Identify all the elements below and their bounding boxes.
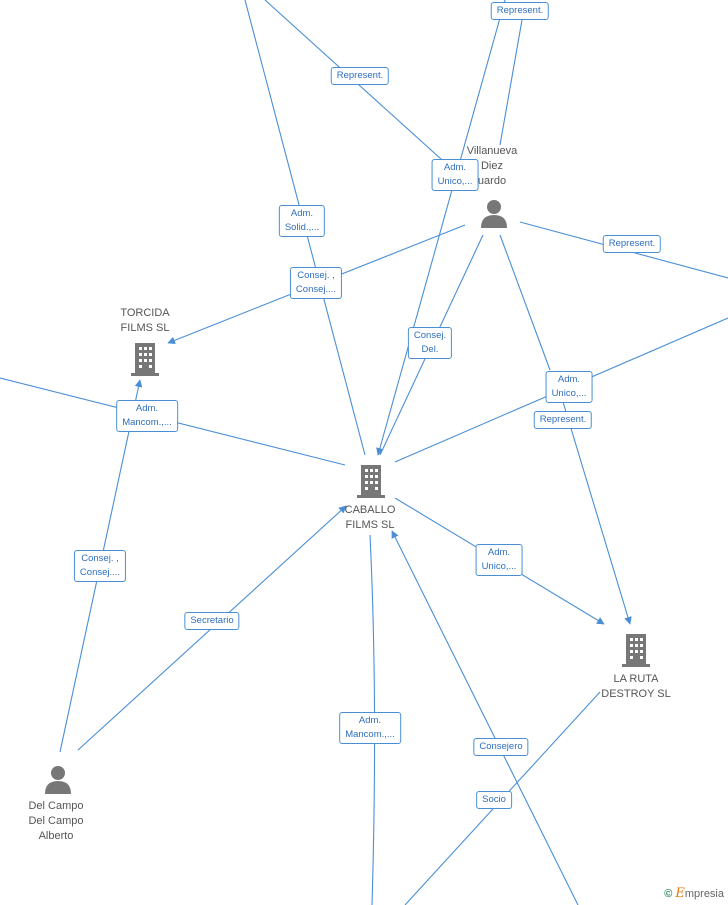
edge-line — [264, 0, 463, 179]
edge-line — [376, 0, 506, 456]
edge-label-line: Represent. — [608, 238, 656, 249]
edge-label-line: Mancom.,... — [345, 729, 395, 740]
building-icon — [131, 341, 159, 377]
edge-label-line: Adm. — [443, 162, 467, 173]
edge-label-socio[interactable]: Socio — [476, 791, 512, 809]
edge-label-represent[interactable]: Represent. — [330, 67, 390, 85]
node-label-caballo[interactable]: CABALLO FILMS SL — [345, 503, 396, 533]
label-line: Alberto — [38, 830, 74, 842]
label-line: FILMS SL — [345, 519, 395, 531]
building-icon — [622, 632, 650, 668]
brand-name: mpresia — [684, 888, 724, 900]
node-label-torcida[interactable]: TORCIDA FILMS SL — [120, 306, 169, 336]
edge-label-line: Represent. — [496, 5, 544, 16]
edge-label-line: Unico,... — [551, 388, 587, 399]
edge-label-line: Unico,... — [481, 561, 517, 572]
edge-label-consej-del[interactable]: Consej. Del. — [407, 327, 453, 359]
edge-label-adm-mancom[interactable]: Adm. Mancom.,... — [116, 400, 178, 432]
edge-label-line: Unico,... — [437, 176, 473, 187]
edge-label-line: Adm. — [557, 374, 581, 385]
edge-label-line: Solid.,... — [284, 222, 320, 233]
building-icon — [357, 463, 385, 499]
edge-label-consej-consej[interactable]: Consej. , Consej.... — [73, 550, 127, 582]
node-label-villanueva[interactable]: Villanueva Diez uardo — [467, 144, 518, 189]
label-line: Diez — [480, 160, 503, 172]
label-line: uardo — [477, 175, 507, 187]
edge-line — [391, 530, 579, 905]
label-line: CABALLO — [344, 504, 396, 516]
label-line: FILMS SL — [120, 322, 170, 334]
edge-line — [369, 534, 376, 905]
edge-label-line: Consej. , — [297, 270, 335, 281]
label-line: LA RUTA — [613, 673, 659, 685]
label-line: Villanueva — [466, 145, 518, 157]
edge-label-line: Consej.... — [79, 567, 121, 578]
edge-label-line: Adm. — [290, 208, 314, 219]
edge-label-adm-unico[interactable]: Adm. Unico,... — [475, 544, 523, 576]
person-icon — [45, 766, 71, 794]
copyright-symbol: © — [664, 888, 673, 900]
label-line: TORCIDA — [120, 307, 170, 319]
label-line: DESTROY SL — [601, 688, 671, 700]
edge-label-represent[interactable]: Represent. — [602, 235, 662, 253]
edge-label-secretario[interactable]: Secretario — [184, 612, 240, 630]
edge-label-line: Adm. — [358, 715, 382, 726]
edge-label-represent[interactable]: Represent. — [533, 411, 593, 429]
edge-label-line: Adm. — [135, 403, 159, 414]
brand-initial: E — [675, 886, 685, 901]
edge-line — [559, 391, 632, 625]
label-line: Del Campo — [28, 815, 84, 827]
edge-label-line: Socio — [482, 794, 506, 805]
edge-line — [499, 234, 551, 371]
edge-label-consejero[interactable]: Consejero — [473, 738, 529, 756]
edge-label-line: Consejero — [479, 741, 523, 752]
label-line: Del Campo — [28, 800, 84, 812]
edge-line — [499, 19, 523, 146]
node-label-delcampo[interactable]: Del Campo Del Campo Alberto — [28, 799, 83, 844]
edge-label-represent[interactable]: Represent. — [490, 2, 550, 20]
edge-label-adm-solid[interactable]: Adm. Solid.,... — [278, 205, 326, 237]
edge-label-line: Mancom.,... — [122, 417, 172, 428]
edge-label-adm-unico[interactable]: Adm. Unico,... — [545, 371, 593, 403]
edge-label-line: Consej. , — [81, 553, 119, 564]
edge-label-line: Consej. — [413, 330, 447, 341]
edge-label-line: Consej.... — [295, 284, 337, 295]
node-label-laruta[interactable]: LA RUTA DESTROY SL — [601, 672, 671, 702]
brand-logo: © Empresia — [664, 886, 724, 901]
edge-label-line: Adm. — [487, 547, 511, 558]
edge-label-line: Represent. — [336, 70, 384, 81]
edge-label-line: Del. — [421, 344, 439, 355]
edge-label-adm-unico[interactable]: Adm. Unico,... — [431, 159, 479, 191]
edge-label-adm-mancom[interactable]: Adm. Mancom.,... — [339, 712, 401, 744]
edge-label-consej-consej[interactable]: Consej. , Consej.... — [289, 267, 343, 299]
edge-label-line: Secretario — [190, 615, 234, 626]
edge-label-line: Represent. — [539, 414, 587, 425]
person-icon — [481, 200, 507, 228]
